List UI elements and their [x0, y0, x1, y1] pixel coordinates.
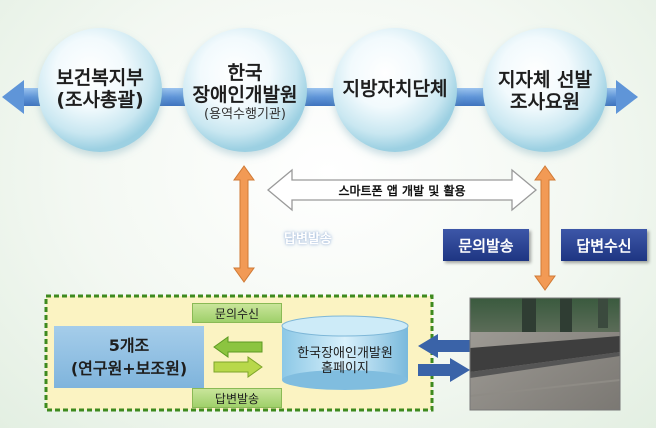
- node-kodaf-line3: (용역수행기관): [204, 107, 286, 123]
- sphere-local: [333, 28, 457, 152]
- sphere-moh: [38, 28, 162, 152]
- node-kodaf-line1: 한국: [227, 61, 263, 84]
- sphere-surveyor: [483, 28, 607, 152]
- team-count: 5개조: [108, 335, 150, 355]
- node-kodaf: 한국 장애인개발원 (용역수행기관): [185, 60, 305, 126]
- street-photo: [469, 297, 621, 411]
- green-arrow-left: [213, 336, 263, 358]
- team-box: 5개조 (연구원+보조원): [54, 326, 204, 388]
- node-moh-title: 보건복지부: [56, 67, 144, 90]
- ghost-answer-send: 답변발송: [284, 232, 332, 247]
- homepage-label: 한국장애인개발원 홈페이지: [282, 342, 408, 382]
- orange-arrow-right: [534, 165, 556, 291]
- tag-inquiry-send: 문의발송: [443, 229, 529, 261]
- node-surveyor-line1: 지자체 선발: [497, 69, 592, 92]
- node-surveyor: 지자체 선발 조사요원: [485, 62, 605, 122]
- sphere-kodaf: [183, 28, 307, 152]
- node-surveyor-line2: 조사요원: [510, 91, 580, 113]
- node-moh: 보건복지부 (조사총괄): [42, 60, 158, 120]
- node-local-title: 지방자치단체: [342, 78, 448, 101]
- blue-arrow-to-homepage: [418, 334, 470, 358]
- node-local: 지방자치단체: [335, 70, 455, 110]
- homepage-line2: 홈페이지: [321, 361, 369, 376]
- homepage-cylinder: [281, 315, 409, 390]
- app-arrow-label: 스마트폰 앱 개발 및 활용: [338, 184, 466, 198]
- main-flow-arrow: [2, 80, 638, 114]
- blue-arrow-to-photo: [418, 358, 470, 382]
- app-arrow: [266, 168, 538, 212]
- node-moh-subtitle: (조사총괄): [56, 89, 144, 111]
- green-arrow-right: [213, 356, 263, 378]
- team-members: (연구원+보조원): [70, 359, 188, 378]
- orange-arrow-left: [233, 165, 255, 283]
- tag-answer-receive: 답변수신: [561, 229, 647, 261]
- tag-answer-send: 답변발송: [192, 388, 282, 408]
- node-kodaf-line2: 장애인개발원: [192, 83, 298, 106]
- tag-inquiry-receive: 문의수신: [192, 303, 282, 323]
- homepage-line1: 한국장애인개발원: [297, 346, 393, 362]
